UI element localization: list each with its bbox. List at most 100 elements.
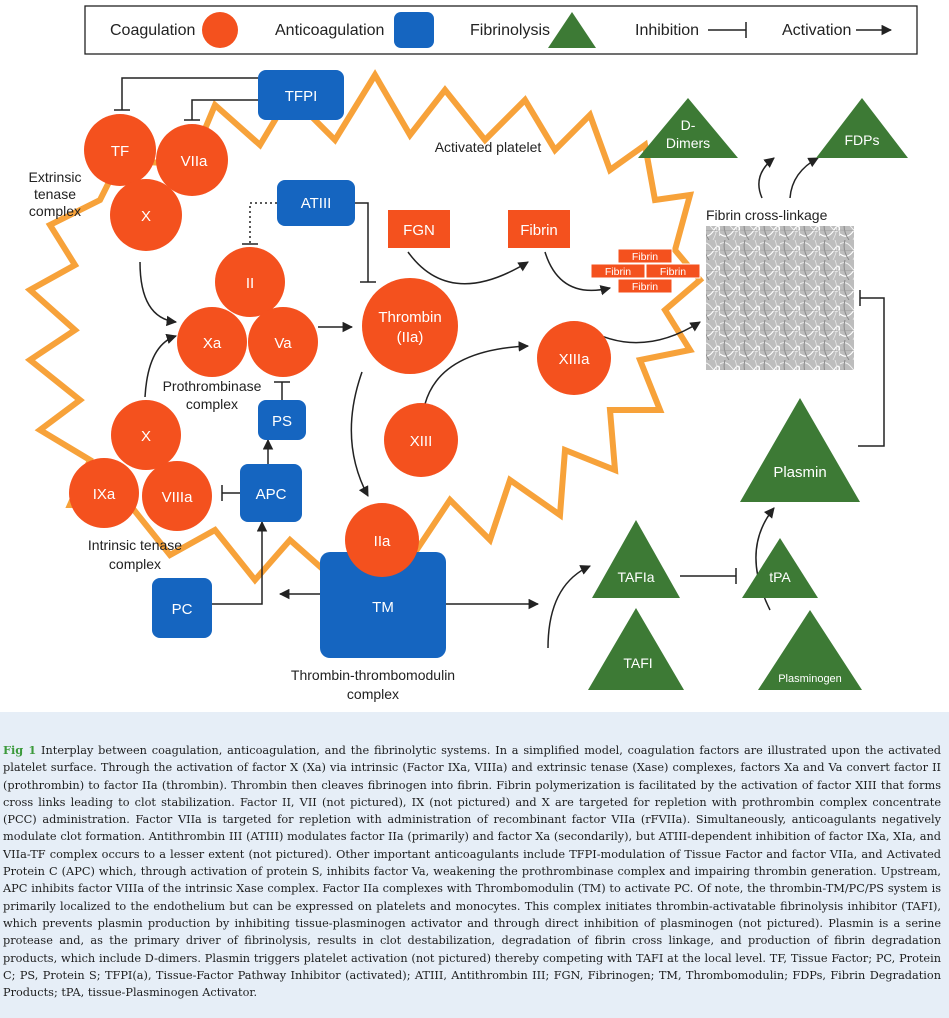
xiii-label: XIII [410, 433, 433, 450]
pc-node [152, 578, 212, 638]
legend-coagulation-swatch [202, 12, 238, 48]
anticoagulation-factors: TFPI ATIII PS APC PC TM [152, 70, 446, 658]
viiia-node [142, 461, 212, 531]
intrinsic-tenase-label-line1: Intrinsic tenase [88, 537, 182, 553]
d-dimers-label-line1: D- [681, 117, 696, 133]
figure-caption-text: Interplay between coagulation, anticoagu… [3, 744, 941, 1000]
figure: Coagulation Anticoagulation Fibrinolysis… [0, 0, 949, 712]
fgn-node [388, 210, 450, 248]
arrow-xiii-to-xiiia [424, 341, 530, 405]
fibrinolysis-factors: D- Dimers FDPs Plasmin TAFIa tPA TAFI Pl… [588, 98, 908, 690]
fibrin-brick-top: Fibrin [632, 251, 658, 263]
x-intrinsic-label: X [141, 428, 151, 445]
extrinsic-tenase-label-line3: complex [29, 203, 81, 219]
viia-node [156, 124, 228, 196]
intrinsic-tenase-label-line2: complex [109, 556, 161, 572]
tf-label: TF [111, 143, 129, 160]
tafia-inhibits-tpa [680, 568, 737, 584]
prothrombinase-label-line1: Prothrombinase [163, 378, 262, 394]
d-dimers-node [638, 98, 738, 158]
x-extrinsic-label: X [141, 208, 151, 225]
atiii-label: ATIII [301, 195, 332, 212]
legend-coagulation-label: Coagulation [110, 22, 195, 39]
atiii-node [277, 180, 355, 226]
iia-label: IIa [374, 533, 391, 550]
arrow-fibrin-to-crosslink [544, 251, 612, 296]
fgn-label: FGN [403, 222, 435, 239]
extrinsic-tenase-label-line2: tenase [34, 186, 76, 202]
legend-activation-label: Activation [782, 22, 851, 39]
d-dimers-label-line2: Dimers [666, 135, 710, 151]
pc-label: PC [172, 601, 193, 618]
tafi-label: TAFI [623, 655, 652, 671]
tm-node [320, 552, 446, 658]
figure-caption: Fig 1 Interplay between coagulation, ant… [3, 742, 941, 1001]
apc-inhibits-viiia [221, 485, 240, 501]
tf-node [84, 114, 156, 186]
legend-anticoagulation-swatch [394, 12, 434, 48]
thrombin-label-line2: (IIa) [397, 329, 424, 346]
fibrin-brick-left: Fibrin [605, 266, 631, 278]
plasmin-label: Plasmin [773, 464, 826, 481]
atiii-inhibitions [242, 202, 376, 283]
va-node [248, 307, 318, 377]
arrow-thrombin-to-iia [350, 371, 369, 497]
activated-platelet-outline [24, 69, 705, 585]
ps-inhibits-va [274, 381, 290, 400]
arrow-intrinsic-to-xa [144, 333, 177, 398]
ii-label: II [246, 275, 254, 292]
xa-node [177, 307, 247, 377]
ixa-label: IXa [93, 486, 116, 503]
arrow-extrinsic-to-xa [139, 261, 178, 327]
diagram-canvas: Coagulation Anticoagulation Fibrinolysis… [0, 0, 949, 712]
fibrin-brick-right: Fibrin [660, 266, 686, 278]
arrow-fgn-to-fibrin [407, 251, 529, 285]
apc-label: APC [256, 486, 287, 503]
plasmin-node [740, 398, 860, 502]
plasmin-inhibits-crosslinkage [858, 290, 885, 447]
arrow-crosslink-to-fdps [789, 157, 819, 199]
tafia-node [592, 520, 680, 598]
coagulation-factors: TF VIIa X II Xa Va Thrombin (IIa) XIIIa … [69, 114, 611, 531]
legend-anticoagulation-label: Anticoagulation [275, 22, 384, 39]
viiia-label: VIIIa [162, 489, 194, 506]
prothrombinase-label-line2: complex [186, 396, 238, 412]
fibrin-brick-bottom: Fibrin [632, 281, 658, 293]
fdps-label: FDPs [845, 132, 880, 148]
tpa-node [742, 538, 818, 598]
tm-label: TM [372, 599, 394, 616]
ii-node [215, 247, 285, 317]
fibrin-crosslinkage-label: Fibrin cross-linkage [706, 207, 828, 223]
arrow-pc-to-apc [212, 520, 268, 605]
thrombin-tm-label-line2: complex [347, 686, 399, 702]
xiiia-node [537, 321, 611, 395]
viia-label: VIIa [181, 153, 208, 170]
xa-label: Xa [203, 335, 222, 352]
va-label: Va [274, 335, 292, 352]
thrombin-node [362, 278, 458, 374]
x-intrinsic-node [111, 400, 181, 470]
thrombin-tm-label-line1: Thrombin-thrombomodulin [291, 667, 455, 683]
fibrin-bricks: Fibrin Fibrin Fibrin Fibrin [590, 248, 701, 294]
fibrin-node [508, 210, 570, 248]
arrow-tafi-to-tafia [547, 565, 591, 649]
apc-node [240, 464, 302, 522]
tfpi-label: TFPI [285, 88, 318, 105]
xiii-node [384, 403, 458, 477]
complex-labels: Extrinsic tenase complex Prothrombinase … [29, 139, 542, 702]
thrombin-label-line1: Thrombin [378, 309, 441, 326]
xiiia-label: XIIIa [559, 351, 591, 368]
plasminogen-node [758, 610, 862, 690]
ps-node [258, 400, 306, 440]
figure-caption-label: Fig 1 [3, 743, 37, 757]
legend-inhibition-label: Inhibition [635, 22, 699, 39]
iia-node [345, 503, 419, 577]
fibrinogen-boxes: FGN Fibrin [388, 210, 570, 248]
legend: Coagulation Anticoagulation Fibrinolysis… [84, 5, 918, 55]
fdps-node [816, 98, 908, 158]
tafia-label: TAFIa [617, 569, 654, 585]
ps-label: PS [272, 413, 292, 430]
fibrin-crosslinkage-image [706, 226, 854, 370]
fibrin-label: Fibrin [520, 222, 558, 239]
arrow-crosslink-to-ddimers [758, 157, 775, 199]
